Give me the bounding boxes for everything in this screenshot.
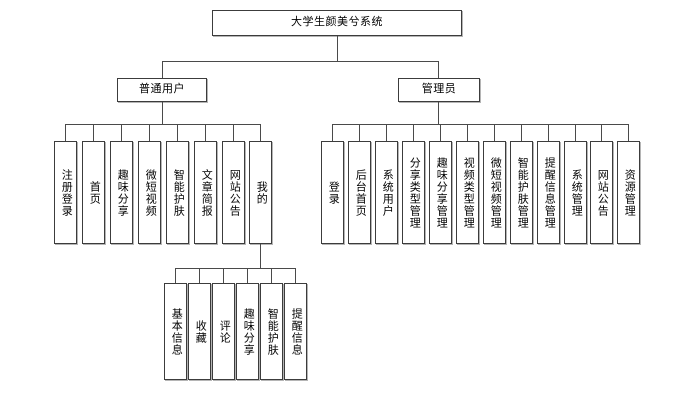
connector-mine-child-2 [223, 268, 224, 283]
connector-admin-child-6 [494, 124, 495, 141]
connector-user-child-4 [177, 124, 178, 141]
node-user[interactable]: 普通用户 [117, 78, 207, 102]
connector-user-child-0 [65, 124, 66, 141]
node-user-child-6[interactable]: 网站公告 [222, 141, 245, 244]
connector-admin-child-8 [548, 124, 549, 141]
node-mine-child-4-label: 智能护肤 [266, 307, 279, 356]
node-mine-child-2[interactable]: 评论 [212, 283, 235, 380]
node-admin-child-11[interactable]: 资源管理 [617, 141, 640, 244]
node-mine-child-4[interactable]: 智能护肤 [260, 283, 283, 380]
node-mine-child-0-label: 基本信息 [170, 307, 183, 356]
node-user-child-4[interactable]: 智能护肤 [166, 141, 189, 244]
node-user-child-3-label: 微短视频 [144, 168, 157, 217]
node-user-child-2[interactable]: 趣味分享 [110, 141, 133, 244]
node-admin-child-5[interactable]: 视频类型管理 [456, 141, 479, 244]
connector-admin-stem [438, 102, 439, 124]
node-admin-child-3[interactable]: 分享类型管理 [402, 141, 425, 244]
node-user-child-3[interactable]: 微短视频 [138, 141, 161, 244]
node-admin-child-6-label: 微短视频管理 [489, 156, 502, 229]
connector-root-stem [337, 36, 338, 61]
connector-admin-child-4 [440, 124, 441, 141]
node-mine-child-1[interactable]: 收藏 [188, 283, 211, 380]
node-user-child-7[interactable]: 我的 [249, 141, 272, 244]
node-admin-child-7-label: 智能护肤管理 [516, 156, 529, 229]
node-user-child-6-label: 网站公告 [228, 168, 241, 217]
node-user-child-5[interactable]: 文章简报 [194, 141, 217, 244]
connector-admin-child-2 [386, 124, 387, 141]
connector-admin-child-9 [575, 124, 576, 141]
connector-user-child-3 [149, 124, 150, 141]
connector-user-child-5 [205, 124, 206, 141]
node-mine-child-5-label: 提醒信息 [290, 307, 303, 356]
node-mine-child-1-label: 收藏 [194, 319, 207, 344]
node-admin-child-1[interactable]: 后台首页 [348, 141, 371, 244]
node-admin-label: 管理员 [421, 83, 457, 96]
connector-drop-admin [438, 61, 439, 78]
node-admin-child-2[interactable]: 系统用户 [375, 141, 398, 244]
node-mine-child-2-label: 评论 [218, 319, 231, 344]
node-admin-child-10-label: 网站公告 [596, 168, 609, 217]
connector-user-child-6 [233, 124, 234, 141]
node-admin-child-6[interactable]: 微短视频管理 [483, 141, 506, 244]
node-admin-child-3-label: 分享类型管理 [408, 156, 421, 229]
connector-mine-child-0 [175, 268, 176, 283]
connector-admin-child-1 [359, 124, 360, 141]
node-user-label: 普通用户 [139, 83, 185, 96]
node-admin-child-7[interactable]: 智能护肤管理 [510, 141, 533, 244]
node-user-child-0[interactable]: 注册登录 [54, 141, 77, 244]
node-mine-child-5[interactable]: 提醒信息 [284, 283, 307, 380]
connector-user-child-7 [260, 124, 261, 141]
connector-mine-bus [175, 268, 295, 269]
node-user-child-1-label: 首页 [88, 180, 101, 205]
node-admin[interactable]: 管理员 [398, 78, 480, 102]
connector-level2-bus [162, 61, 438, 62]
node-user-child-5-label: 文章简报 [200, 168, 213, 217]
node-root-label: 大学生颜美兮系统 [291, 16, 383, 29]
node-admin-child-9-label: 系统管理 [570, 168, 583, 217]
connector-admin-child-3 [413, 124, 414, 141]
node-user-child-2-label: 趣味分享 [116, 168, 129, 217]
connector-user-stem [162, 102, 163, 124]
node-admin-child-5-label: 视频类型管理 [462, 156, 475, 229]
connector-admin-child-11 [628, 124, 629, 141]
node-admin-child-9[interactable]: 系统管理 [564, 141, 587, 244]
node-mine-child-3[interactable]: 趣味分享 [236, 283, 259, 380]
node-admin-child-10[interactable]: 网站公告 [590, 141, 613, 244]
node-admin-child-8[interactable]: 提醒信息管理 [537, 141, 560, 244]
connector-user-bus [65, 124, 260, 125]
node-mine-child-0[interactable]: 基本信息 [164, 283, 187, 380]
node-admin-child-1-label: 后台首页 [354, 168, 367, 217]
node-root[interactable]: 大学生颜美兮系统 [212, 10, 462, 36]
connector-mine-stem [260, 244, 261, 268]
connector-mine-child-1 [199, 268, 200, 283]
connector-admin-child-7 [521, 124, 522, 141]
node-user-child-0-label: 注册登录 [60, 168, 73, 217]
connector-mine-child-4 [271, 268, 272, 283]
connector-admin-child-10 [601, 124, 602, 141]
node-admin-child-0-label: 登录 [327, 180, 340, 205]
node-admin-child-8-label: 提醒信息管理 [543, 156, 556, 229]
connector-mine-child-5 [295, 268, 296, 283]
connector-mine-child-3 [247, 268, 248, 283]
node-user-child-7-label: 我的 [255, 180, 268, 205]
connector-drop-user [162, 61, 163, 78]
node-mine-child-3-label: 趣味分享 [242, 307, 255, 356]
connector-user-child-1 [93, 124, 94, 141]
connector-admin-child-0 [332, 124, 333, 141]
node-admin-child-2-label: 系统用户 [381, 168, 394, 217]
node-user-child-1[interactable]: 首页 [82, 141, 105, 244]
node-user-child-4-label: 智能护肤 [172, 168, 185, 217]
node-admin-child-4[interactable]: 趣味分享管理 [429, 141, 452, 244]
node-admin-child-0[interactable]: 登录 [321, 141, 344, 244]
node-admin-child-4-label: 趣味分享管理 [435, 156, 448, 229]
connector-user-child-2 [121, 124, 122, 141]
connector-admin-bus [332, 124, 628, 125]
connector-admin-child-5 [467, 124, 468, 141]
node-admin-child-11-label: 资源管理 [623, 168, 636, 217]
